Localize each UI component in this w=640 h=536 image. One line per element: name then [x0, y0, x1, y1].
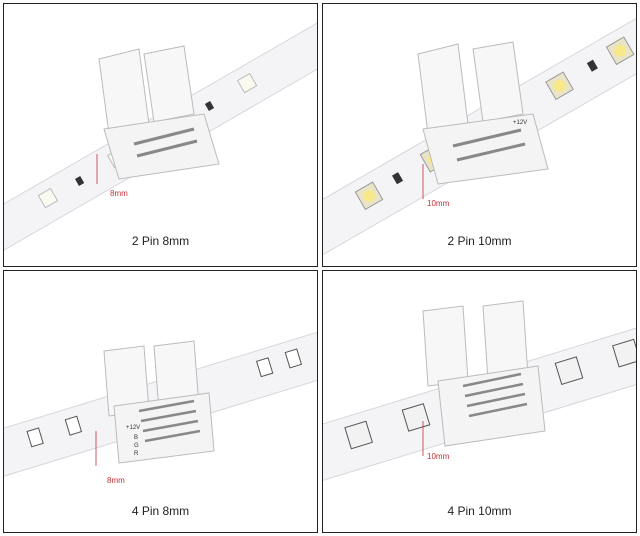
panel-caption: 4 Pin 10mm: [447, 504, 512, 518]
led-chip: [37, 187, 59, 209]
resistor: [391, 172, 404, 185]
panel-caption: 4 Pin 8mm: [131, 504, 190, 518]
connector-illustration: 10mm: [323, 300, 636, 494]
panel-caption: 2 Pin 10mm: [447, 234, 512, 248]
led-chip: [26, 427, 44, 448]
led-chip: [344, 420, 373, 450]
pin-label-b: B: [134, 435, 138, 441]
led-chip: [612, 338, 636, 368]
resistor: [74, 176, 85, 186]
connector-body: [422, 300, 546, 447]
connector-illustration: 8mm: [4, 6, 317, 263]
panel-2pin-10mm: 10mm +12V 2 Pin 10mm: [322, 3, 637, 267]
measure-label: 8mm: [107, 476, 125, 485]
panel-4pin-8mm: +12V B G R 8mm 4 Pin 8mm: [3, 270, 318, 533]
measure-label: 10mm: [427, 452, 450, 461]
pin-label-g: G: [134, 443, 139, 449]
resistor: [586, 59, 598, 72]
panel-4pin-10mm: 10mm 4 Pin 10mm: [322, 270, 637, 533]
pin-label-r: R: [134, 451, 139, 457]
led-chip: [64, 415, 83, 436]
led-chip: [255, 357, 274, 378]
led-chip: [284, 348, 303, 369]
panel-2pin-8mm: 8mm 2 Pin 8mm: [3, 3, 318, 267]
panel-caption: 2 Pin 8mm: [131, 234, 190, 248]
measure-label: 8mm: [110, 189, 128, 198]
voltage-label: +12V: [513, 120, 527, 126]
voltage-label: +12V: [126, 425, 140, 431]
resistor: [204, 101, 215, 111]
connector-illustration: 10mm +12V: [323, 4, 636, 266]
connector-body: [98, 45, 220, 180]
connector-illustration: +12V B G R 8mm: [4, 316, 317, 490]
connector-body: [103, 340, 215, 464]
connector-body: [417, 41, 549, 185]
measure-label: 10mm: [427, 199, 450, 208]
led-chip: [554, 356, 584, 386]
led-chip: [236, 72, 258, 94]
